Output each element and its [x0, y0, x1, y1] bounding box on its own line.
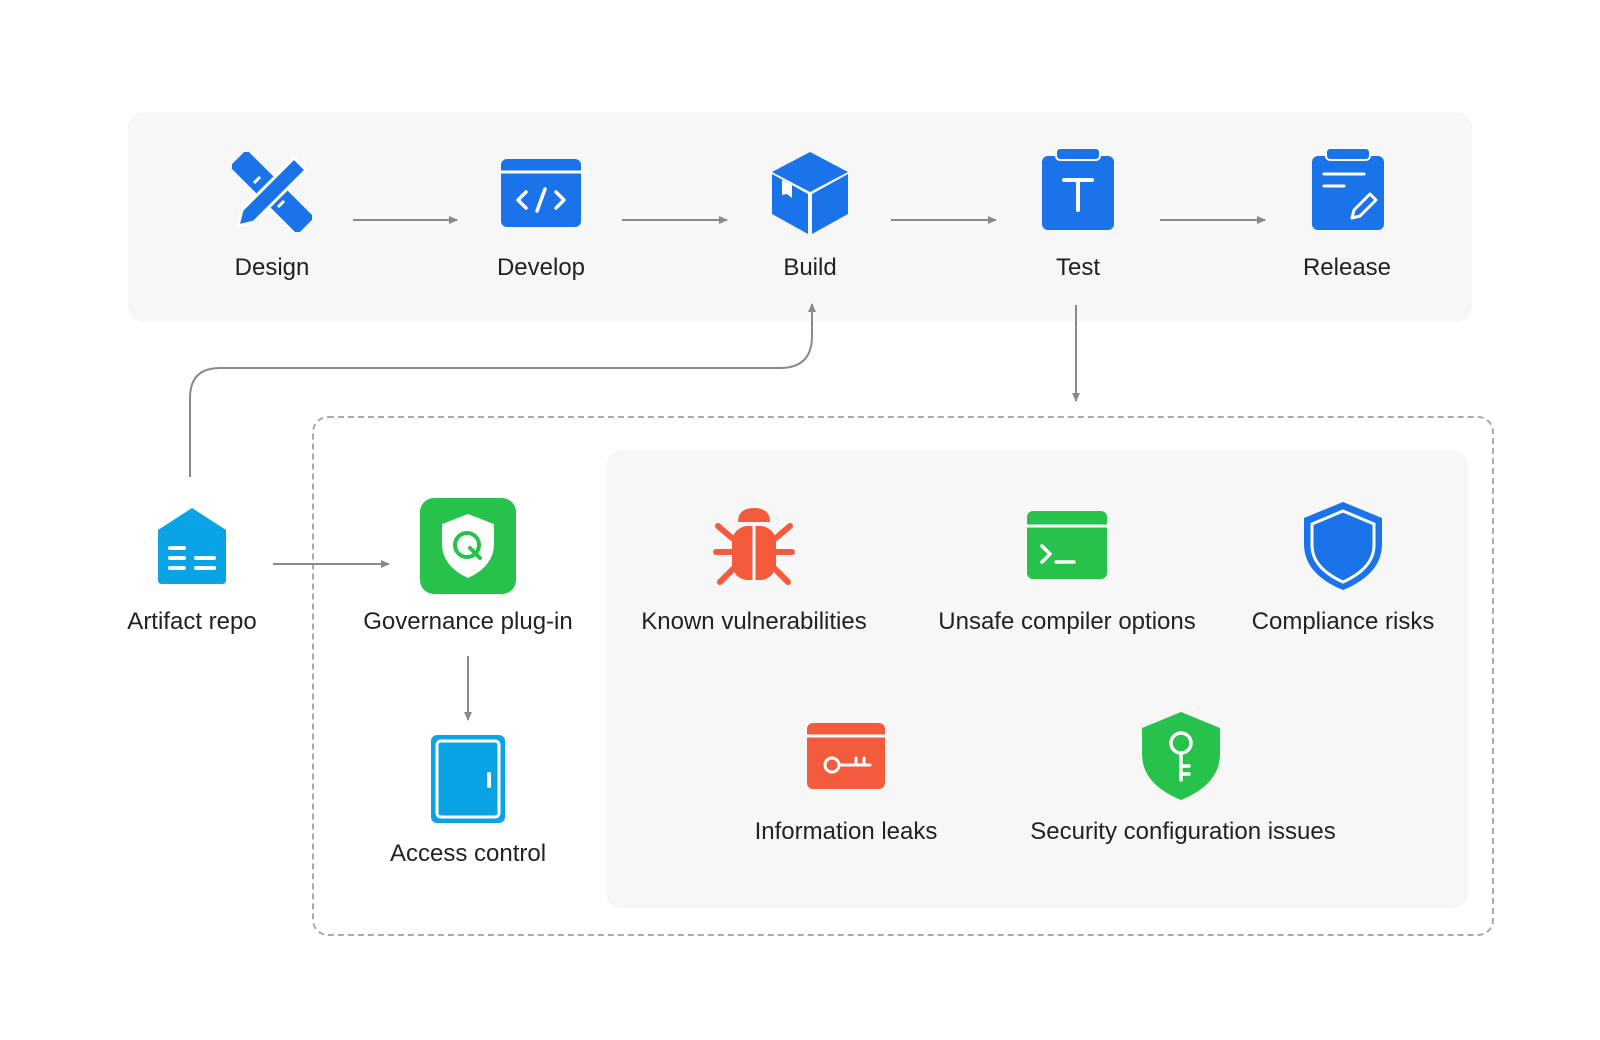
governance-plugin-label: Governance plug-in: [363, 608, 573, 635]
check-label-unsafe-compiler-options: Unsafe compiler options: [938, 608, 1196, 635]
check-label-security-configuration-issues: Security configuration issues: [1030, 818, 1336, 845]
stage-label-build: Build: [783, 254, 837, 281]
governance-boundary: [312, 416, 1494, 936]
arrow-repo-build: [189, 303, 816, 477]
shield-key-icon: [1142, 712, 1220, 800]
terminal-icon: [1027, 511, 1107, 579]
stage-label-release: Release: [1302, 254, 1392, 281]
stage-label-test: Test: [1055, 254, 1101, 281]
ruler-pencil-icon: [232, 152, 312, 232]
key-card-icon: [807, 723, 885, 789]
stage-label-develop: Develop: [496, 254, 586, 281]
access-control-label: Access control: [389, 840, 547, 867]
check-label-information-leaks: Information leaks: [754, 818, 938, 845]
package-box-icon: [772, 152, 848, 234]
test-clipboard-icon: [1042, 148, 1114, 230]
shield-icon: [1304, 502, 1382, 590]
check-label-known-vulnerabilities: Known vulnerabilities: [641, 608, 867, 635]
check-label-compliance-risks: Compliance risks: [1251, 608, 1435, 635]
bug-icon: [713, 508, 795, 585]
release-clipboard-icon: [1312, 148, 1384, 230]
repository-icon: [158, 508, 226, 584]
stage-label-design: Design: [234, 254, 310, 281]
door-icon: [431, 735, 505, 823]
code-window-icon: [501, 159, 581, 227]
artifact-repo-label: Artifact repo: [127, 608, 257, 635]
shield-search-icon: [420, 498, 516, 594]
